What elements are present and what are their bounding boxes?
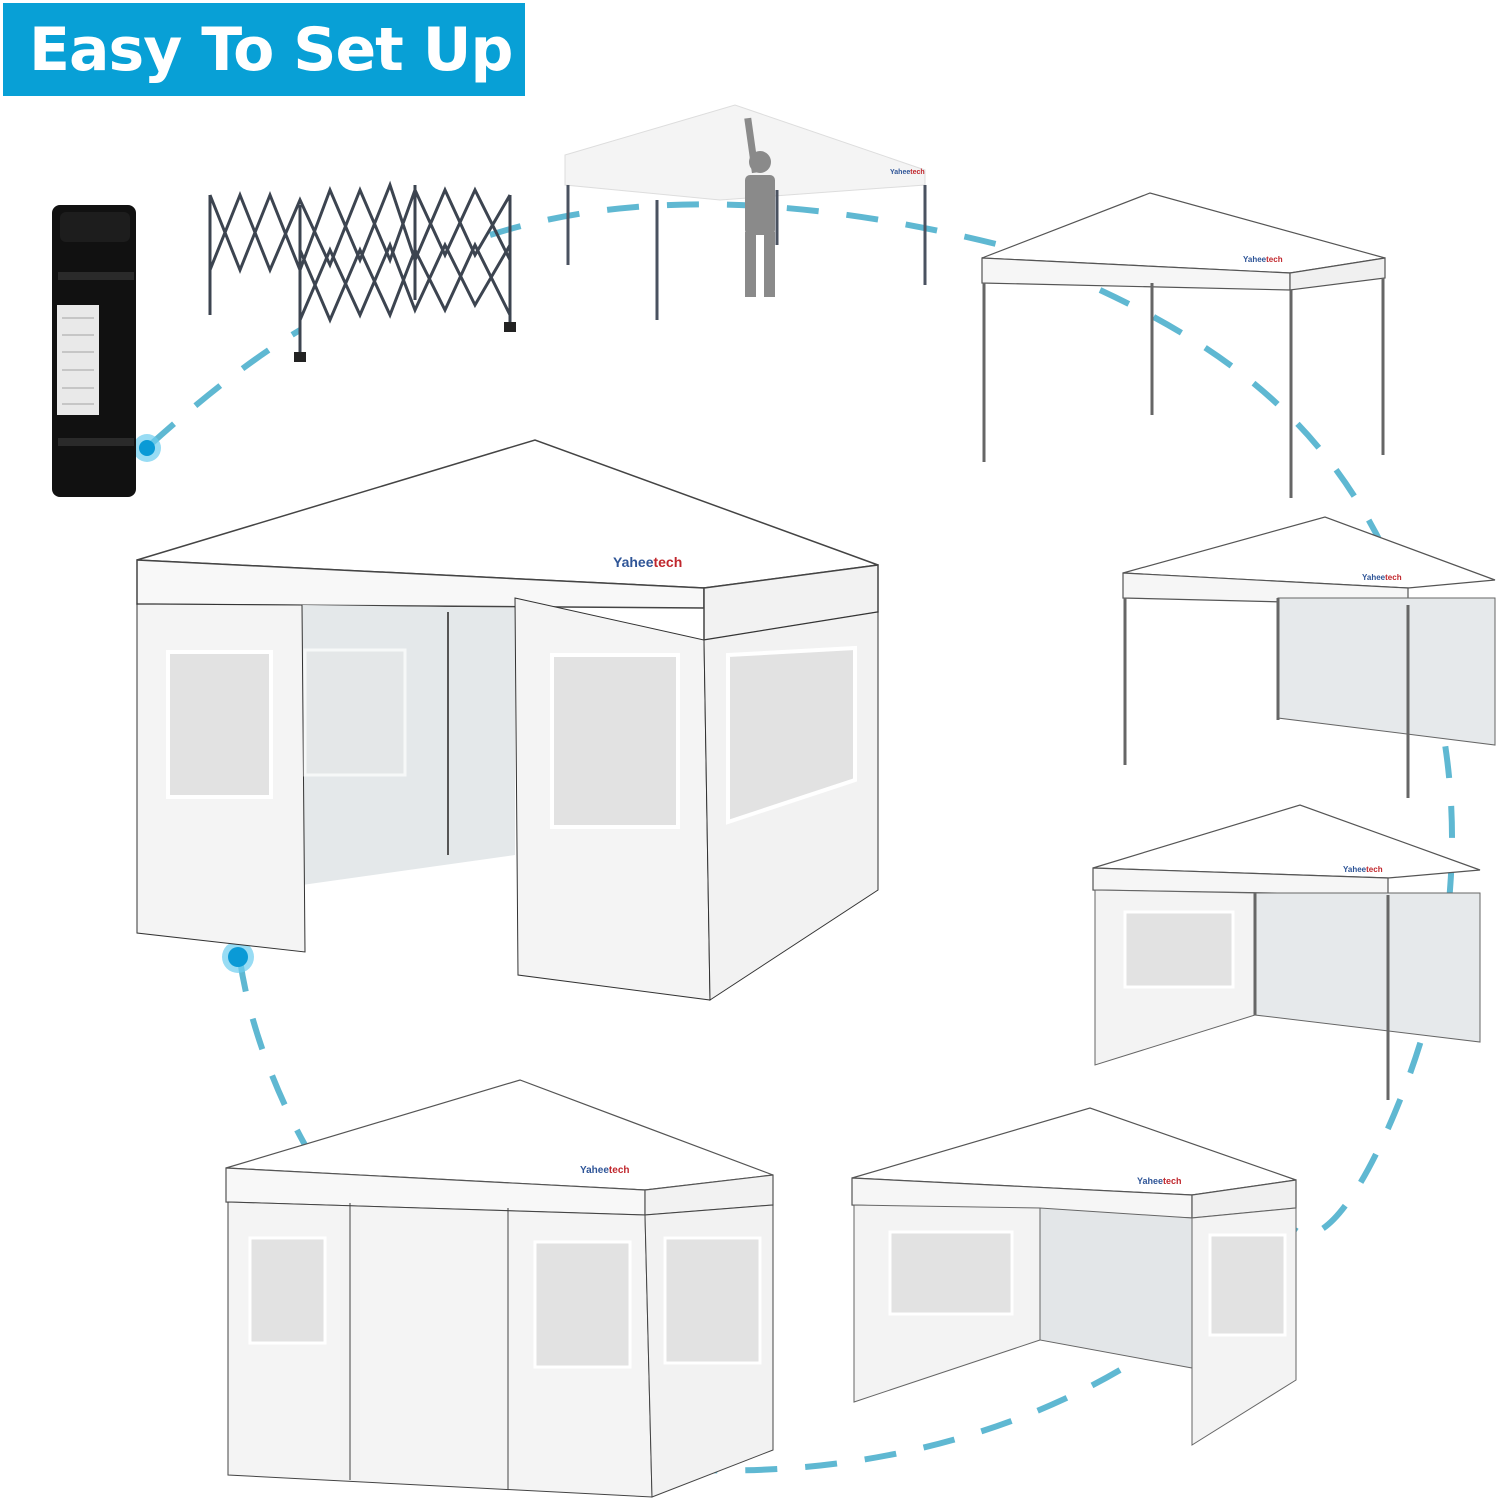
- canopy-no-walls-icon: Yaheetech: [981, 192, 1386, 498]
- carry-bag-icon: [52, 205, 136, 497]
- step-marker-start: [133, 434, 161, 462]
- canopy-door-open-icon: Yaheetech: [136, 439, 879, 1001]
- svg-text:Yaheetech: Yaheetech: [1243, 255, 1283, 264]
- canopy-three-walls-icon: Yaheetech: [851, 1107, 1297, 1446]
- title-banner: Easy To Set Up: [3, 3, 525, 96]
- svg-text:Yaheetech: Yaheetech: [1137, 1176, 1182, 1186]
- svg-text:Yaheetech: Yaheetech: [613, 554, 682, 570]
- svg-text:Yaheetech: Yaheetech: [580, 1165, 629, 1176]
- svg-text:Yaheetech: Yaheetech: [1343, 865, 1383, 874]
- step-marker-end: [222, 941, 254, 973]
- folded-frame-icon: [208, 180, 516, 362]
- svg-text:Yaheetech: Yaheetech: [890, 169, 925, 176]
- title-text: Easy To Set Up: [29, 14, 513, 85]
- canopy-four-walls-closed-icon: Yaheetech: [225, 1079, 774, 1498]
- setup-path: [147, 201, 1455, 1474]
- canopy-two-walls-icon: Yaheetech: [1092, 804, 1481, 1100]
- brand-part2: tech: [910, 169, 924, 176]
- svg-text:Yaheetech: Yaheetech: [1362, 573, 1402, 582]
- canopy-one-wall-icon: Yaheetech: [1122, 516, 1496, 798]
- brand-part1: Yahee: [890, 169, 910, 176]
- raising-canopy-icon: Yaheetech: [564, 104, 927, 320]
- person-silhouette-icon: [744, 117, 775, 297]
